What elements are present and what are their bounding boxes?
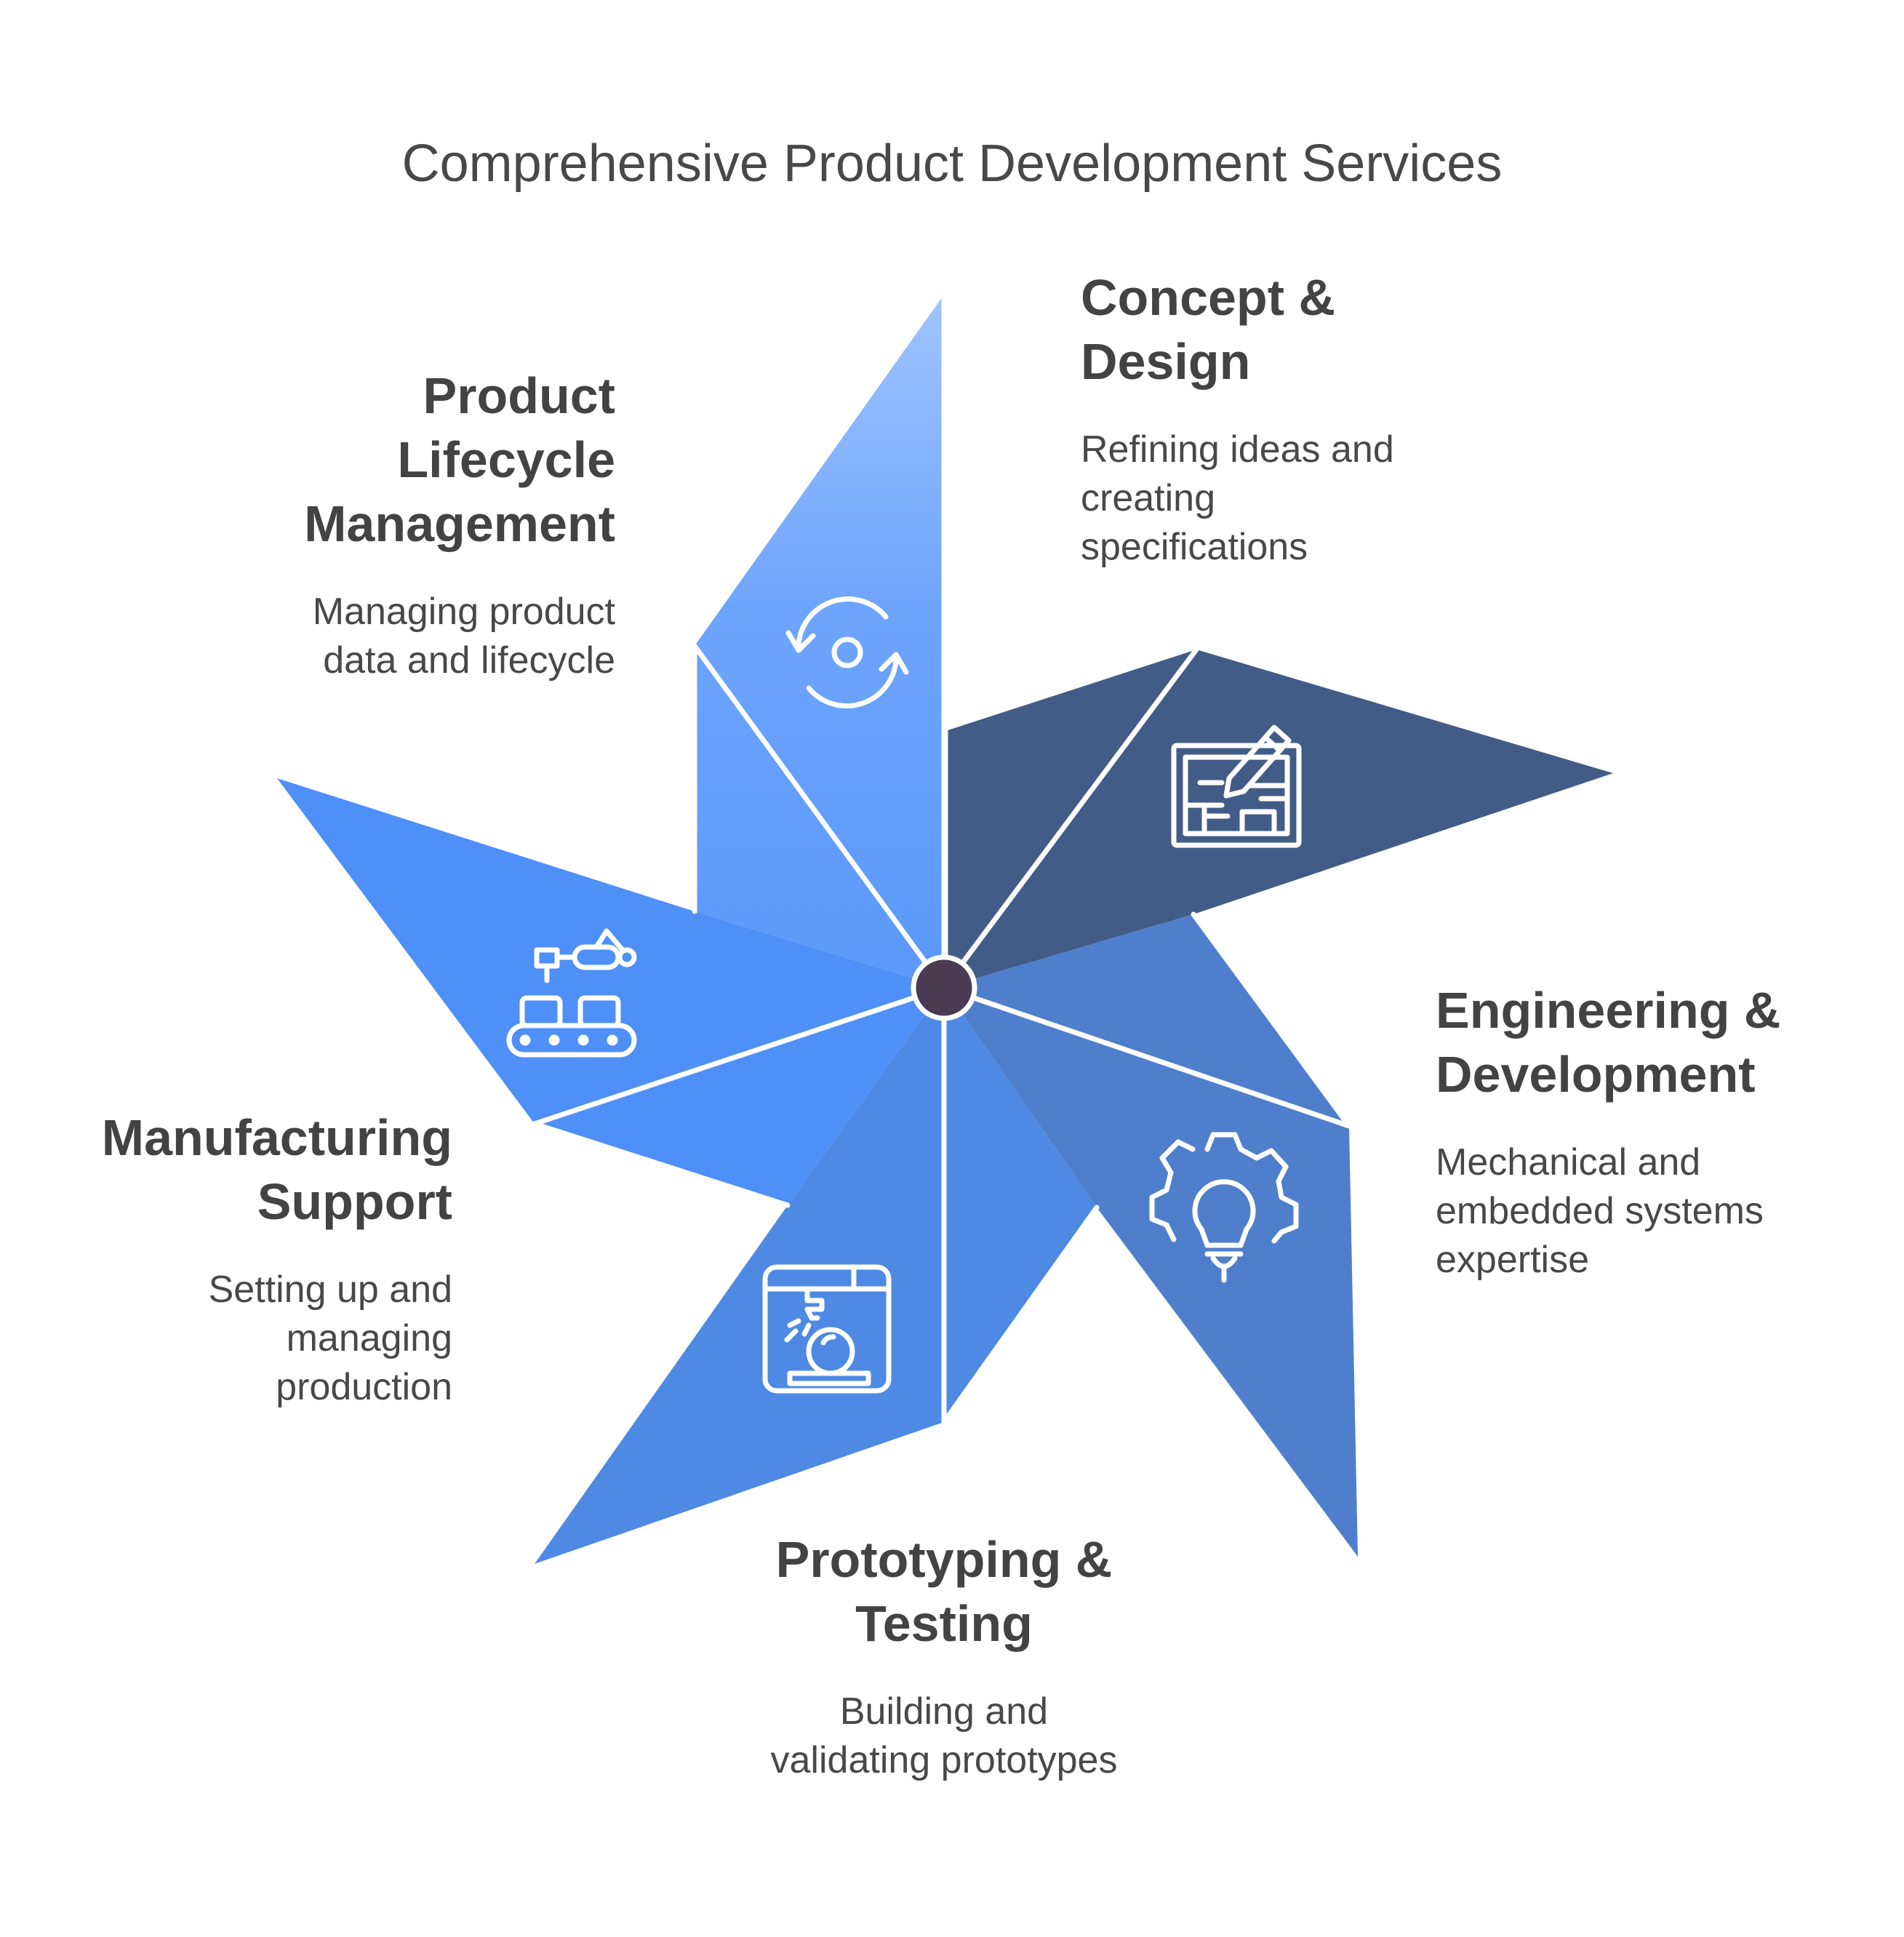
page-title: Comprehensive Product Development Servic… <box>401 135 1503 193</box>
prototyping-testing-heading: Prototyping & Testing <box>719 1527 1169 1656</box>
concept-design-heading: Concept & Design <box>1081 265 1394 394</box>
product-lifecycle-management-description-line-1: Managing product <box>312 591 615 633</box>
engineering-development-heading-line-1: Engineering & <box>1436 982 1781 1039</box>
engineering-development-heading: Engineering & Development <box>1436 978 1780 1106</box>
blueprint-pencil-icon <box>1171 724 1302 848</box>
engineering-development-heading-line-2: Development <box>1436 1046 1756 1103</box>
prototyping-testing-heading-line-2: Testing <box>855 1595 1033 1652</box>
segment-manufacturing-support <box>277 778 944 1205</box>
manufacturing-support-block: Manufacturing Support Setting up and man… <box>102 1106 452 1412</box>
concept-design-description: Refining ideas and creating specificatio… <box>1081 426 1394 572</box>
segment-concept-design <box>944 650 1613 988</box>
conveyor-robot-arm-icon <box>506 928 637 1058</box>
engineering-development-block: Engineering & Development Mechanical and… <box>1436 978 1780 1285</box>
concept-design-description-line-2: creating <box>1081 477 1215 519</box>
manufacturing-support-description-line-3: production <box>276 1366 452 1408</box>
manufacturing-support-heading-line-2: Support <box>257 1173 452 1230</box>
segment-product-lifecycle-management <box>695 295 944 988</box>
prototyping-testing-description-line-1: Building and <box>839 1690 1049 1733</box>
concept-design-heading-line-1: Concept & <box>1081 269 1335 326</box>
prototyping-testing-description-line-2: validating prototypes <box>770 1739 1118 1781</box>
segment-engineering-development <box>944 914 1358 1557</box>
concept-design-block: Concept & Design Refining ideas and crea… <box>1081 265 1394 572</box>
concept-design-heading-line-2: Design <box>1081 333 1251 390</box>
manufacturing-support-heading: Manufacturing Support <box>102 1106 452 1234</box>
center-hub <box>911 954 977 1021</box>
manufacturing-support-description: Setting up and managing production <box>102 1266 452 1412</box>
concept-design-description-line-1: Refining ideas and <box>1081 428 1394 471</box>
engineering-development-description-line-3: expertise <box>1436 1239 1589 1281</box>
product-lifecycle-management-description: Managing product data and lifecycle <box>304 588 615 685</box>
product-lifecycle-management-block: Product Lifecycle Management Managing pr… <box>304 364 615 685</box>
segment-prototyping-testing <box>535 988 1097 1564</box>
product-lifecycle-management-heading: Product Lifecycle Management <box>304 364 615 556</box>
manufacturing-support-description-line-2: managing <box>286 1317 452 1359</box>
engineering-development-description-line-1: Mechanical and <box>1436 1141 1701 1183</box>
product-lifecycle-management-heading-line-2: Lifecycle <box>397 431 615 488</box>
product-lifecycle-management-heading-line-3: Management <box>304 495 615 552</box>
manufacturing-support-description-line-1: Setting up and <box>208 1269 452 1311</box>
prototyping-testing-description: Building and validating prototypes <box>719 1688 1169 1785</box>
prototyping-testing-block: Prototyping & Testing Building and valid… <box>719 1527 1169 1785</box>
3d-printer-icon <box>762 1264 892 1394</box>
engineering-development-description: Mechanical and embedded systems expertis… <box>1436 1138 1780 1285</box>
concept-design-description-line-3: specifications <box>1081 526 1308 568</box>
cycle-arrows-icon <box>785 596 909 708</box>
product-lifecycle-management-heading-line-1: Product <box>423 367 615 424</box>
prototyping-testing-heading-line-1: Prototyping & <box>775 1531 1113 1588</box>
manufacturing-support-heading-line-1: Manufacturing <box>101 1109 452 1166</box>
engineering-development-description-line-2: embedded systems <box>1436 1190 1764 1232</box>
product-lifecycle-management-description-line-2: data and lifecycle <box>323 639 615 682</box>
segment-dividers <box>532 292 1352 1425</box>
gear-lightbulb-icon <box>1149 1132 1299 1283</box>
